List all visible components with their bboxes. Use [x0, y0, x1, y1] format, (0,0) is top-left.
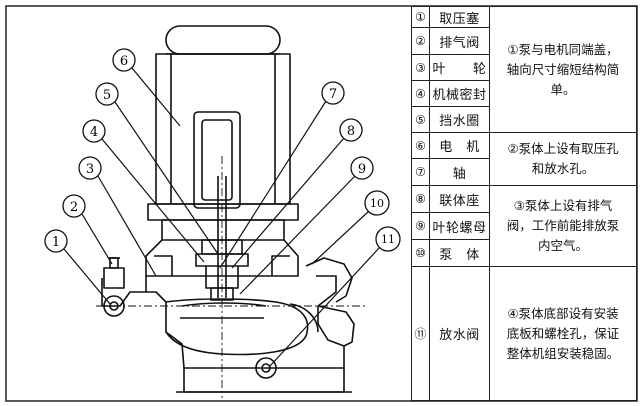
center-lines	[96, 156, 366, 398]
svg-text:7: 7	[329, 87, 337, 102]
svg-text:3: 3	[86, 162, 94, 177]
part-name: 排气阀	[429, 27, 490, 55]
callout-5: 5	[95, 82, 119, 106]
part-number: ⑩	[411, 239, 430, 267]
legend-row: ⑨ 叶轮螺母	[411, 212, 637, 240]
part-name: 轴	[429, 158, 490, 186]
svg-text:4: 4	[90, 125, 98, 140]
part-number: ③	[411, 54, 430, 81]
part-name: 联体座	[429, 185, 490, 213]
svg-text:10: 10	[370, 197, 384, 210]
part-number: ②	[411, 27, 430, 55]
callout-1: 1	[44, 229, 68, 253]
part-name: 叶轮螺母	[429, 212, 490, 240]
callout-3: 3	[78, 156, 102, 180]
callout-8: 8	[339, 118, 363, 142]
part-number: ⑧	[411, 185, 430, 213]
callout-6: 6	[112, 48, 136, 72]
legend-row: ④ 机械密封	[411, 80, 637, 107]
callout-markers: 1 2 3 4 5 6 7 8 9 10 11	[44, 48, 401, 253]
part-name: 叶 轮	[429, 54, 490, 81]
inlet-flange	[103, 257, 125, 317]
drain-plug	[255, 357, 277, 379]
pump-casing	[101, 257, 355, 393]
part-number: ④	[411, 80, 430, 107]
part-name: 放水阀	[429, 266, 490, 401]
part-name: 挡水圈	[429, 106, 490, 133]
callout-11: 11	[375, 226, 401, 252]
legend-row: ① 取压塞 ①泵与电机同端盖，轴向尺寸缩短结构简单。	[411, 6, 637, 133]
feature-note-3: ③泵体上设有排气阀，工作前能排放泵内空气。	[489, 185, 637, 267]
part-name: 电 机	[429, 132, 490, 159]
callout-10: 10	[364, 190, 390, 216]
feature-note-2: ②泵体上设有取压孔和放水孔。	[489, 132, 637, 186]
svg-text:9: 9	[358, 162, 366, 177]
motor-cap	[165, 25, 281, 55]
svg-text:1: 1	[52, 235, 60, 250]
feature-note-1: ①泵与电机同端盖，轴向尺寸缩短结构简单。	[489, 6, 637, 133]
svg-text:6: 6	[120, 54, 128, 69]
pump-drawing: 1 2 3 4 5 6 7 8 9 10 11	[44, 25, 401, 398]
callout-7: 7	[321, 81, 345, 105]
legend-row: ⑧ 联体座 ③泵体上设有排气阀，工作前能排放泵内空气。	[411, 185, 637, 267]
part-number: ⑦	[411, 158, 430, 186]
part-name: 泵 体	[429, 239, 490, 267]
svg-text:5: 5	[103, 88, 111, 103]
part-number: ①	[411, 6, 430, 28]
motor-body	[155, 53, 291, 209]
callout-4: 4	[82, 119, 106, 143]
part-name: 机械密封	[429, 80, 490, 107]
part-number: ⑨	[411, 212, 430, 240]
svg-text:11: 11	[381, 233, 395, 246]
part-name: 取压塞	[429, 6, 490, 28]
feature-note-4: ④泵体底部设有安装底板和螺栓孔，保证整体机组安装稳固。	[489, 266, 637, 401]
legend-row: ② 排气阀	[411, 27, 637, 55]
svg-text:8: 8	[347, 124, 355, 139]
callout-2: 2	[62, 194, 86, 218]
part-number: ⑪	[411, 266, 430, 401]
parts-legend-table: ① 取压塞 ①泵与电机同端盖，轴向尺寸缩短结构简单。 ② 排气阀 ③ 叶 轮 ④…	[411, 6, 637, 401]
part-number: ⑤	[411, 106, 430, 133]
legend-row: ⑪ 放水阀 ④泵体底部设有安装底板和螺栓孔，保证整体机组安装稳固。	[411, 266, 637, 401]
part-number: ⑥	[411, 132, 430, 159]
leader-lines	[63, 67, 381, 367]
legend-row: ⑥ 电 机 ②泵体上设有取压孔和放水孔。	[411, 132, 637, 186]
svg-text:2: 2	[70, 200, 78, 215]
callout-9: 9	[350, 156, 374, 180]
legend-row: ⑩ 泵 体	[411, 239, 637, 267]
